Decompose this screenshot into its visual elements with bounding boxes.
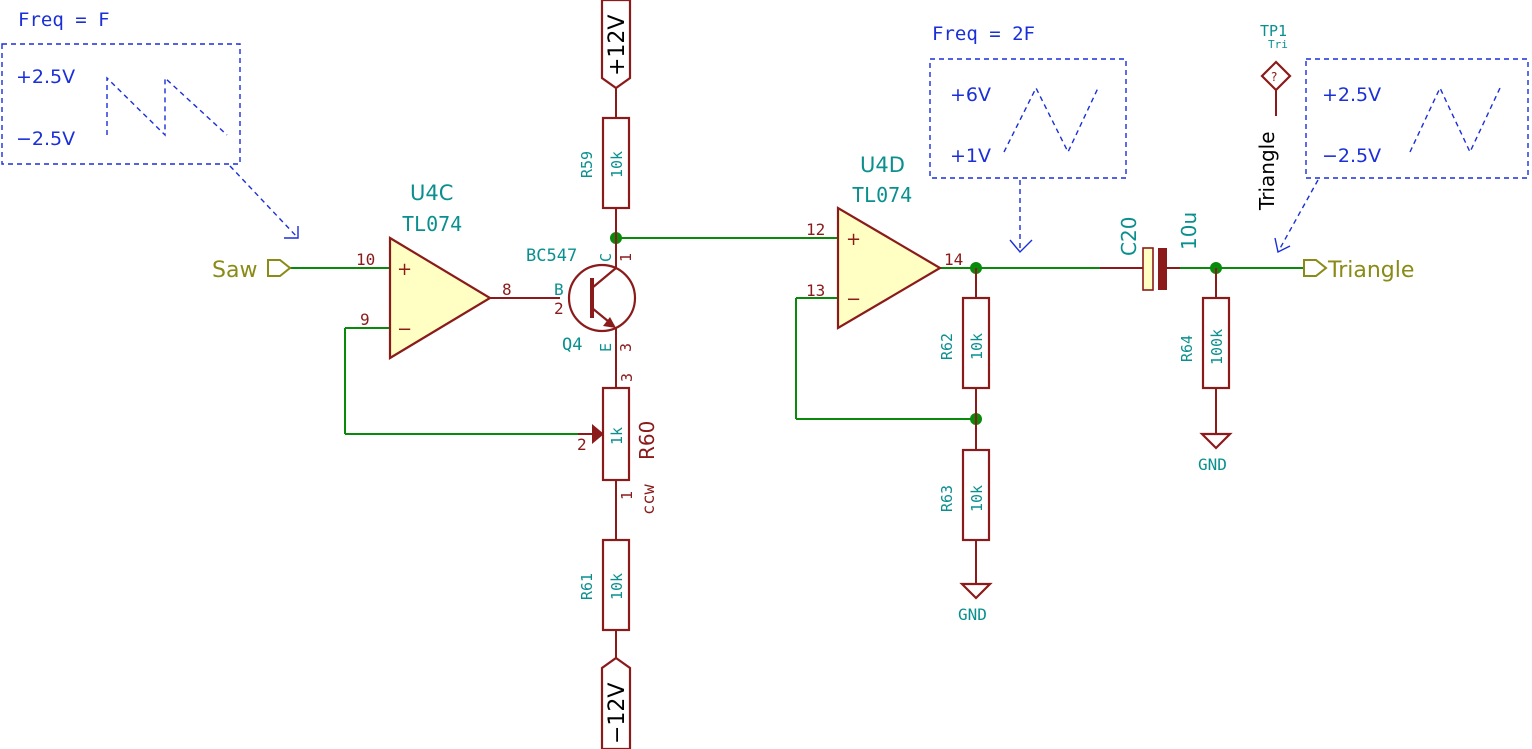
saw-input-label: Saw	[212, 258, 292, 283]
u4d-pin-plus: 12	[806, 220, 825, 239]
u4d-plus-sign: +	[846, 229, 861, 250]
r62-value: 10k	[968, 333, 986, 360]
tp1-value: Tri	[1268, 38, 1288, 51]
u4d-pin-out: 14	[944, 250, 963, 269]
tri-low-level: −2.5V	[1322, 145, 1381, 167]
opamp-u4c: U4C TL074 + − 10 9 8	[356, 181, 560, 360]
triangle-net-label: Triangle	[1327, 258, 1414, 283]
pos12-label: +12V	[605, 15, 630, 76]
ground-icon	[1199, 432, 1233, 450]
test-point-tp1: TP1 Tri ? Triangle	[1255, 22, 1292, 211]
u4c-pin-minus: 9	[360, 310, 370, 329]
r59-value: 10k	[608, 151, 626, 178]
r61-ref: R61	[578, 573, 596, 600]
input-port-icon	[267, 259, 292, 277]
ground-symbol-2: GND	[1198, 432, 1233, 474]
u4c-ref: U4C	[410, 181, 453, 205]
saw-low-level: −2.5V	[16, 128, 75, 150]
u4d-value: TL074	[852, 183, 912, 207]
gnd2-label: GND	[1198, 455, 1227, 474]
saw-waveform-note: Freq = F +2.5V −2.5V	[1, 9, 299, 239]
q4-pin-b: 2	[554, 299, 564, 318]
u4c-pin-plus: 10	[356, 250, 375, 269]
tp-triangle-label: Triangle	[1255, 131, 1279, 211]
r60-pin-bottom: 1	[618, 491, 636, 500]
potentiometer-r60: 3 2 1k R60 1 ccw	[577, 373, 659, 540]
r64-ref: R64	[1178, 335, 1196, 362]
u4c-plus-sign: +	[397, 259, 412, 280]
r60-pin-wiper: 2	[577, 435, 587, 454]
r60-ref: R60	[635, 421, 659, 460]
r60-ccw: ccw	[639, 484, 659, 515]
resistor-r61: 10k R61	[578, 538, 631, 658]
saw-net-label: Saw	[212, 258, 257, 283]
u4d-pin-minus: 13	[806, 281, 825, 300]
r63-value: 10k	[968, 485, 986, 512]
wires	[290, 237, 1304, 435]
rect-freq-title: Freq = 2F	[932, 23, 1035, 45]
tri-waveform-note: +2.5V −2.5V	[1274, 58, 1529, 254]
opamp-u4d: U4D TL074 + − 12 13 14	[806, 153, 963, 330]
q4-pin-c: 1	[617, 253, 635, 262]
u4d-ref: U4D	[860, 153, 905, 177]
q4-label-c: C	[597, 253, 615, 262]
u4c-value: TL074	[402, 212, 462, 236]
q4-ref: Q4	[562, 335, 582, 355]
r59-ref: R59	[578, 151, 596, 178]
sawtooth-wave-icon	[106, 76, 228, 137]
output-port-icon	[1303, 259, 1328, 277]
triangle-wave-icon	[1409, 86, 1501, 154]
triangle-wave-icon	[1003, 86, 1099, 154]
capacitor-c20: C20 10u	[1100, 212, 1201, 291]
rect-low-level: +1V	[950, 145, 991, 167]
q4-value: BC547	[526, 246, 577, 266]
rect-waveform-note: Freq = 2F +6V +1V	[929, 23, 1127, 254]
u4d-minus-sign: −	[846, 289, 861, 310]
triangle-output-label: Triangle	[1303, 258, 1414, 283]
r63-ref: R63	[938, 485, 956, 512]
power-flag-pos12: +12V	[600, 0, 632, 118]
r62-ref: R62	[938, 333, 956, 360]
q4-label-e: E	[597, 343, 615, 352]
q4-pin-e: 3	[617, 343, 635, 352]
c20-ref: C20	[1117, 217, 1141, 256]
power-flag-neg12: −12V	[600, 656, 632, 749]
u4c-pin-out: 8	[502, 280, 512, 299]
r60-value: 1k	[608, 427, 626, 445]
tp1-symbol: ?	[1271, 70, 1277, 84]
transistor-q4: BC547 Q4 B 2 C 1 E 3	[526, 238, 637, 388]
neg12-label: −12V	[605, 683, 630, 744]
r64-value: 100k	[1208, 329, 1226, 365]
rect-high-level: +6V	[950, 84, 991, 106]
c20-value: 10u	[1177, 212, 1201, 250]
r60-pin-top: 3	[618, 373, 636, 382]
tri-high-level: +2.5V	[1322, 84, 1381, 106]
ground-symbol-1: GND	[958, 582, 993, 624]
tp1-ref: TP1	[1260, 22, 1287, 40]
resistor-r64: 100k R64	[1178, 268, 1231, 434]
resistor-r63: 10k R63	[938, 419, 991, 584]
q4-label-b: B	[554, 280, 564, 299]
saw-freq-title: Freq = F	[18, 9, 110, 31]
saw-high-level: +2.5V	[16, 66, 75, 88]
u4c-minus-sign: −	[397, 319, 412, 340]
gnd1-label: GND	[958, 605, 987, 624]
resistor-r59: 10k R59	[578, 116, 631, 238]
resistor-r62: 10k R62	[938, 268, 991, 419]
ground-icon	[959, 582, 993, 600]
r61-value: 10k	[608, 573, 626, 600]
